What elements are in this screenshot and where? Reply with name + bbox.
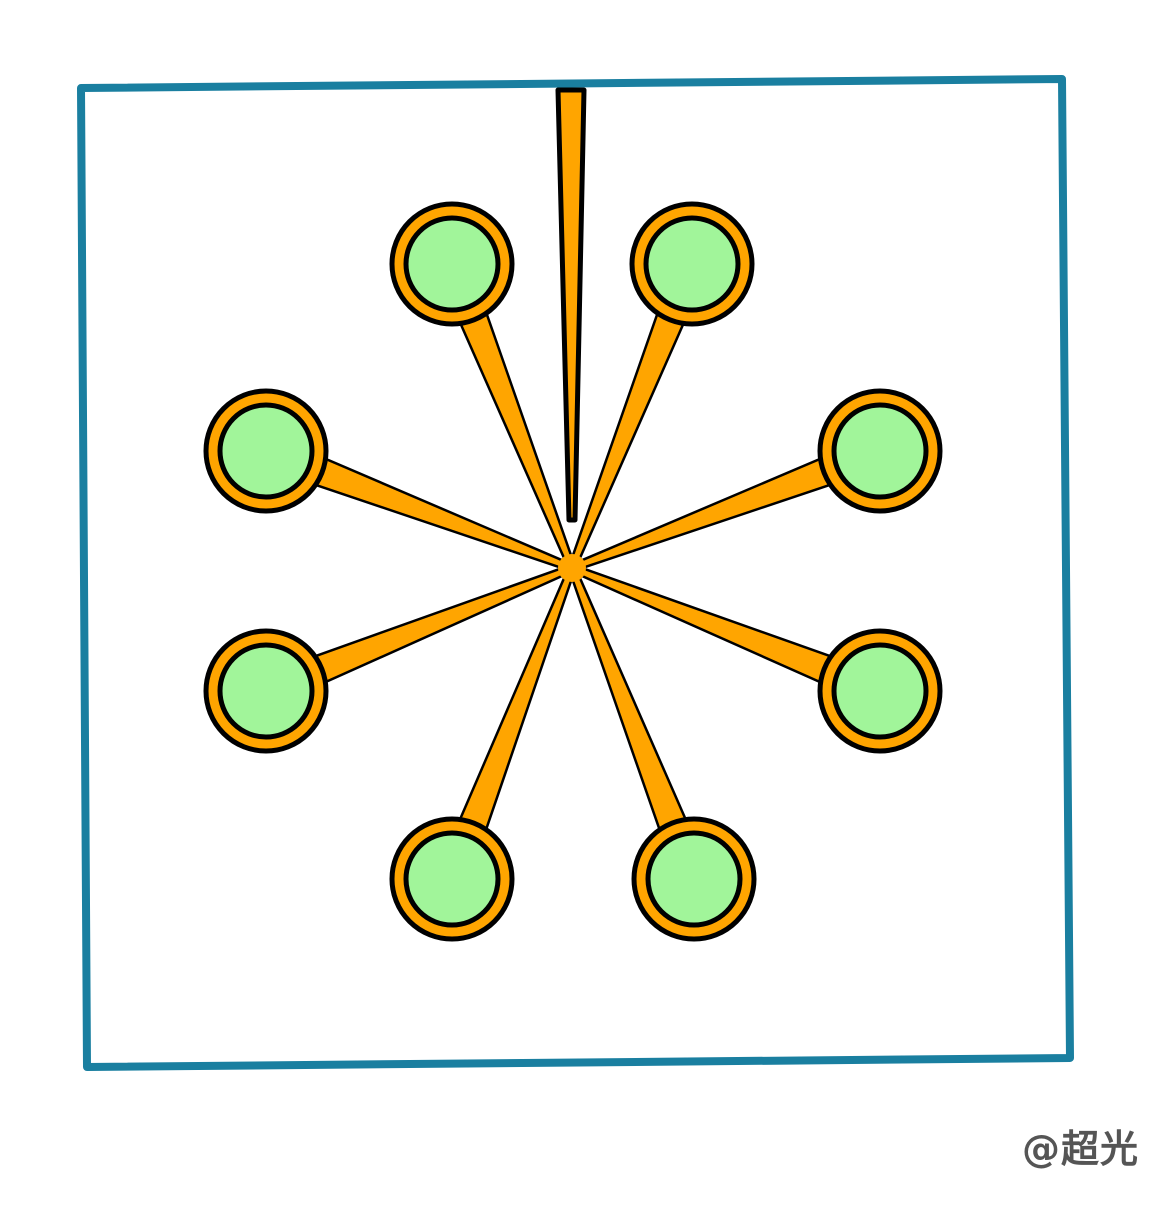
watermark-text: @超光 [1021, 1127, 1139, 1171]
spoke-fill-7 [438, 567, 574, 885]
node-center [217, 642, 315, 740]
node-center [645, 830, 743, 928]
node-3 [203, 388, 329, 514]
spoke-fill-8 [570, 567, 708, 885]
node-center [831, 642, 929, 740]
node-6 [817, 628, 943, 754]
node-5 [203, 628, 329, 754]
outer-frame [77, 75, 1074, 1071]
node-2 [629, 201, 755, 327]
spoke-fill-2 [570, 258, 706, 569]
node-center [403, 830, 501, 928]
top-stem [555, 87, 587, 523]
node-1 [389, 201, 515, 327]
spokes-group [257, 87, 889, 887]
spoke-fill-4 [571, 437, 886, 570]
node-4 [817, 388, 943, 514]
spoke-fill-5 [260, 566, 573, 705]
spoke-fill-3 [260, 437, 573, 570]
node-center [403, 215, 501, 313]
spoke-fill-1 [438, 258, 574, 569]
node-center [831, 402, 929, 500]
hub [558, 554, 586, 582]
node-center [217, 402, 315, 500]
node-center [643, 215, 741, 313]
node-7 [389, 816, 515, 942]
nodes-group [203, 201, 943, 942]
node-8 [631, 816, 757, 942]
spoke-fill-6 [571, 566, 886, 705]
